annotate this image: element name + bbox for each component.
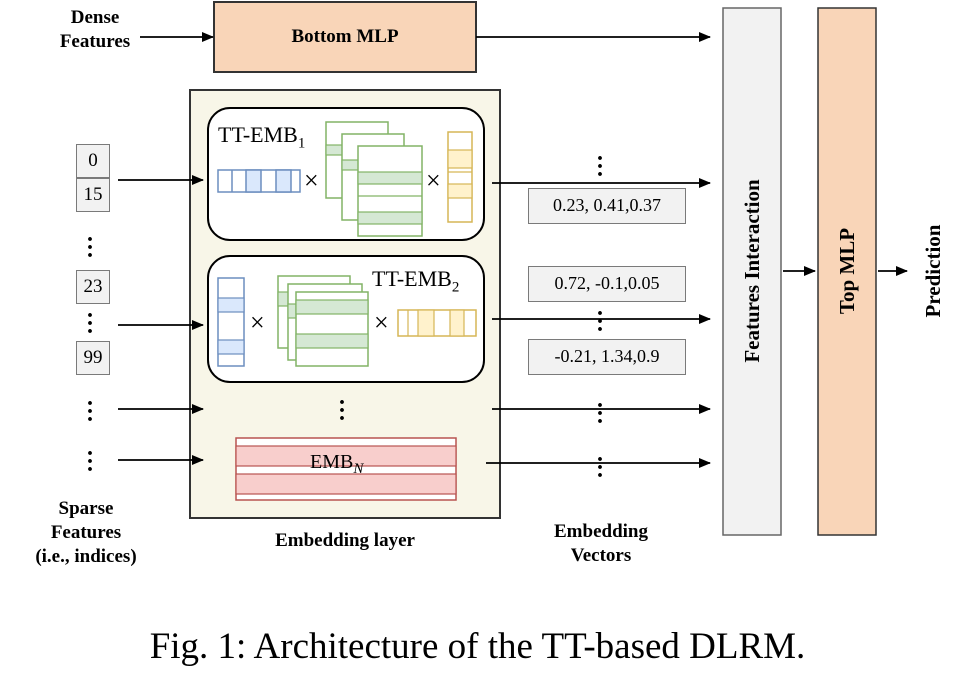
embedding-layer-label: Embedding layer <box>275 530 415 551</box>
vertical-ellipsis: ··· <box>85 227 94 269</box>
times-symbol: × <box>374 308 389 337</box>
times-symbol: × <box>250 308 265 337</box>
embedding-vector-box: 0.72, -0.1,0.05 <box>528 266 686 302</box>
figure-caption: Fig. 1: Architecture of the TT-based DLR… <box>149 626 806 667</box>
times-symbol: × <box>426 166 441 195</box>
embedding-vector-box: -0.21, 1.34,0.9 <box>528 339 686 375</box>
bottom-mlp-label: Bottom MLP <box>291 26 399 47</box>
tt-emb-2-blue-core <box>217 277 245 367</box>
tt-emb-2-green-core <box>277 275 369 367</box>
emb-n-label: EMBN <box>310 451 364 477</box>
tt-emb-2-yellow-core <box>397 309 477 337</box>
sparse-features-label: Sparse Features (i.e., indices) <box>35 498 137 567</box>
vertical-ellipsis: ··· <box>595 301 604 343</box>
tt-emb-1-yellow-core <box>447 131 473 223</box>
index-box: 15 <box>76 178 110 212</box>
vertical-ellipsis: ··· <box>337 390 346 432</box>
arrows <box>118 32 908 468</box>
embedding-vectors-label: Embedding Vectors <box>554 521 648 566</box>
vertical-ellipsis: ··· <box>595 447 604 489</box>
tt-emb-1-green-core <box>325 121 423 237</box>
vertical-ellipsis: ··· <box>595 393 604 435</box>
top-mlp-box <box>817 7 877 536</box>
tt-emb-1-label: TT-EMB1 <box>218 122 306 152</box>
vertical-ellipsis: ··· <box>85 303 94 345</box>
features-interaction-label: Features Interaction <box>740 179 764 363</box>
top-mlp-label: Top MLP <box>835 227 859 315</box>
emb-n-table <box>235 437 457 501</box>
index-box: 23 <box>76 270 110 304</box>
embedding-vector-box: 0.23, 0.41,0.37 <box>528 188 686 224</box>
features-interaction-box <box>722 7 782 536</box>
bottom-mlp-box <box>213 1 477 73</box>
vertical-ellipsis: ··· <box>595 146 604 188</box>
prediction-label: Prediction <box>921 224 945 318</box>
times-symbol: × <box>304 166 319 195</box>
index-box: 99 <box>76 341 110 375</box>
dense-features-label: Dense Features <box>59 7 131 52</box>
tt-emb-2-label: TT-EMB2 <box>372 266 460 296</box>
vertical-ellipsis: ··· <box>85 441 94 483</box>
vertical-ellipsis: ··· <box>85 391 94 433</box>
index-box: 0 <box>76 144 110 178</box>
tt-emb-1-blue-core <box>217 169 301 193</box>
